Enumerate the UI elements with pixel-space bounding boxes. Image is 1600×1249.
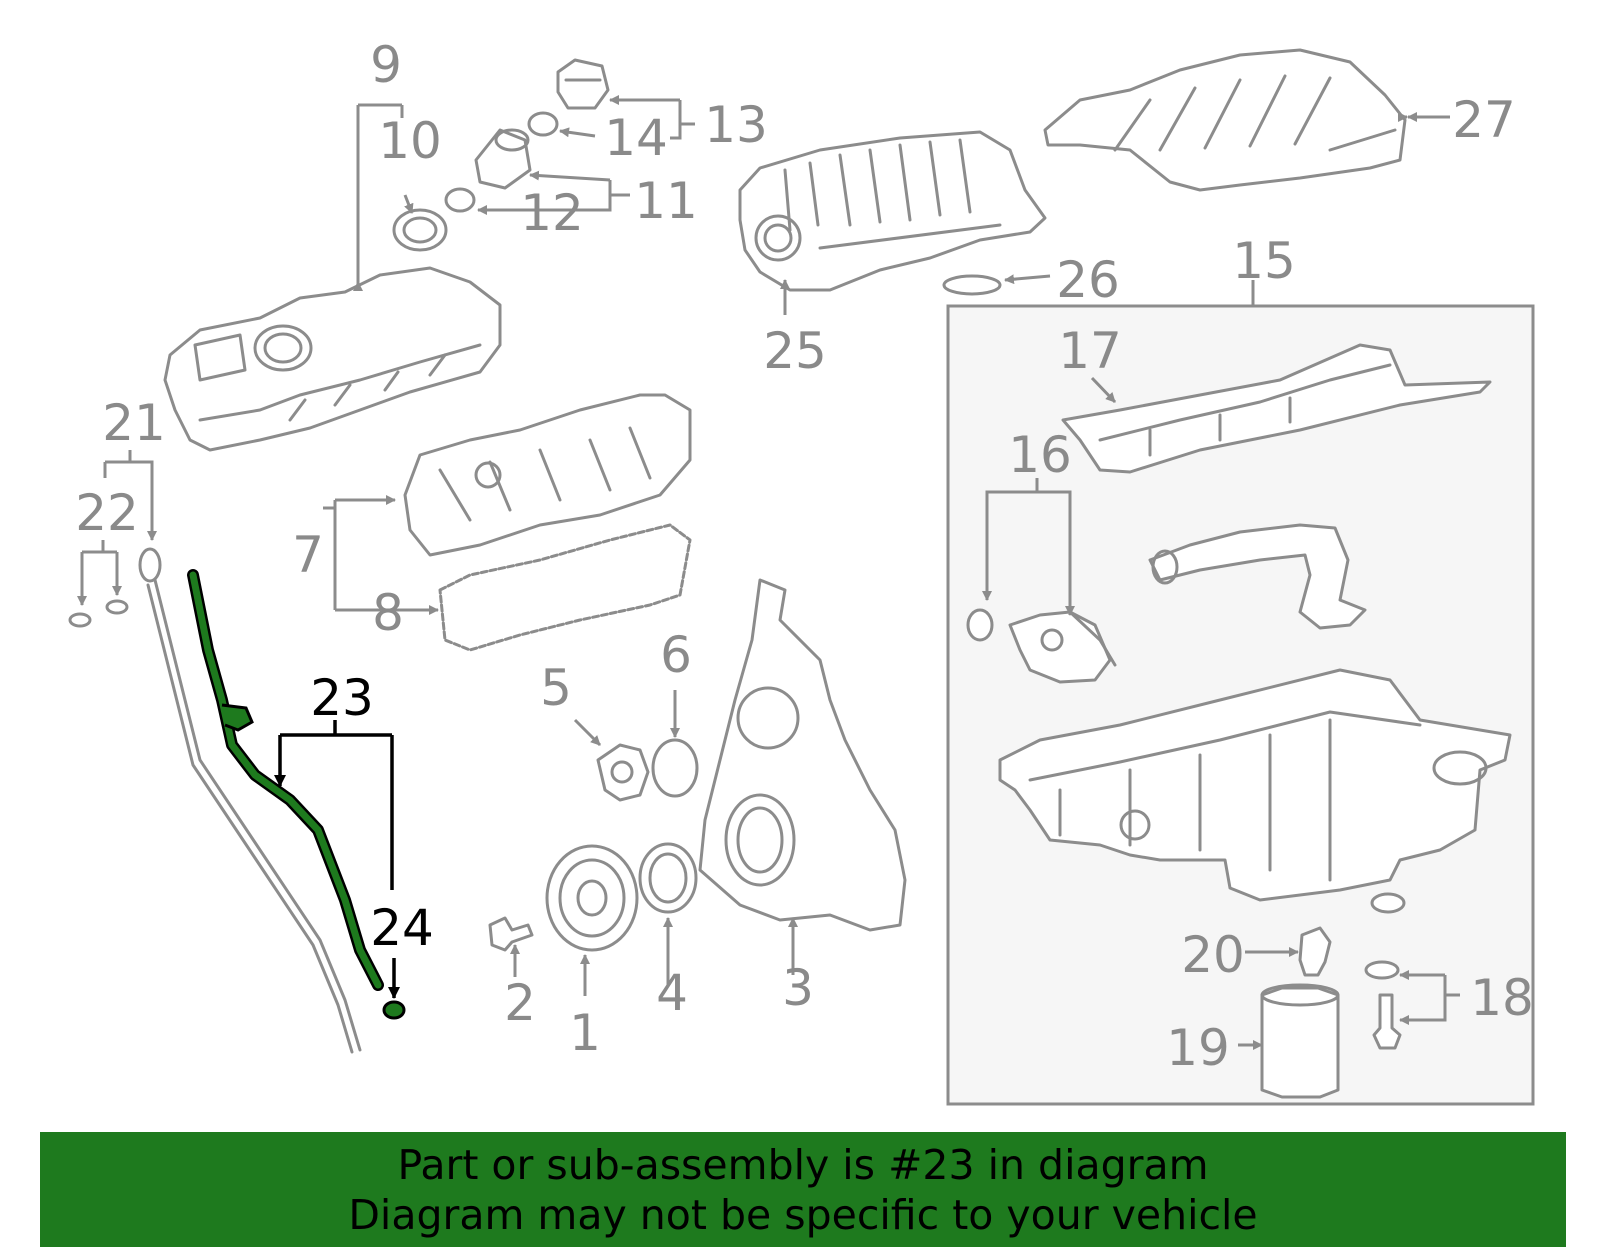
o-ring-24[interactable] bbox=[382, 1000, 406, 1020]
dipstick-tube-23[interactable] bbox=[187, 569, 384, 991]
balancer-bolt-2[interactable] bbox=[488, 916, 534, 952]
callout-24: 24 bbox=[370, 899, 434, 957]
oil-fill-cap-13[interactable] bbox=[556, 58, 610, 110]
dipstick-21[interactable] bbox=[138, 547, 362, 1054]
callout-16: 16 bbox=[1008, 426, 1072, 484]
banner-line-2: Diagram may not be specific to your vehi… bbox=[348, 1190, 1258, 1239]
callout-5: 5 bbox=[540, 659, 572, 717]
gasket-26[interactable] bbox=[942, 274, 1002, 296]
o-ring-16[interactable] bbox=[966, 608, 994, 642]
intake-manifold[interactable] bbox=[738, 130, 1047, 292]
harmonic-balancer-1[interactable] bbox=[545, 844, 639, 952]
engine-cover[interactable] bbox=[1043, 48, 1407, 192]
valve-cover-gasket-8[interactable] bbox=[438, 523, 692, 652]
bolt-18[interactable] bbox=[1372, 993, 1402, 1050]
washer-22b[interactable] bbox=[105, 599, 129, 615]
timing-cover-3[interactable] bbox=[698, 578, 907, 932]
callout-7: 7 bbox=[292, 526, 324, 584]
callout-9: 9 bbox=[370, 36, 402, 94]
callout-1: 1 bbox=[569, 1004, 601, 1062]
callout-3: 3 bbox=[782, 959, 814, 1017]
cylinder-head-7[interactable] bbox=[403, 393, 692, 557]
o-ring-12[interactable] bbox=[444, 187, 476, 213]
callout-13: 13 bbox=[704, 96, 768, 154]
oil-pressure-sensor-16[interactable] bbox=[1008, 610, 1117, 684]
callout-22: 22 bbox=[75, 484, 139, 542]
callout-11: 11 bbox=[634, 172, 698, 230]
oil-filter-19[interactable] bbox=[1260, 983, 1340, 1099]
callout-15: 15 bbox=[1232, 232, 1296, 290]
valve-cover[interactable] bbox=[163, 266, 502, 452]
callout-20: 20 bbox=[1181, 926, 1245, 984]
callout-12: 12 bbox=[520, 184, 584, 242]
callout-27: 27 bbox=[1452, 91, 1516, 149]
drain-plug-washer[interactable] bbox=[1370, 892, 1406, 914]
callout-26: 26 bbox=[1056, 251, 1120, 309]
callout-18: 18 bbox=[1470, 969, 1534, 1027]
oil-pickup-tube[interactable] bbox=[1148, 523, 1367, 630]
callout-4: 4 bbox=[656, 964, 688, 1022]
callout-6: 6 bbox=[660, 626, 692, 684]
washer-18[interactable] bbox=[1364, 960, 1400, 980]
callout-19: 19 bbox=[1166, 1019, 1230, 1077]
o-ring-14[interactable] bbox=[527, 111, 559, 137]
seal-6[interactable] bbox=[651, 738, 699, 798]
callout-21: 21 bbox=[102, 394, 166, 452]
cam-sensor-5[interactable] bbox=[596, 743, 650, 802]
drain-plug-20[interactable] bbox=[1298, 926, 1332, 977]
washer-22a[interactable] bbox=[68, 612, 92, 628]
callout-2: 2 bbox=[504, 974, 536, 1032]
callout-8: 8 bbox=[372, 584, 404, 642]
oil-fill-tube-11[interactable] bbox=[474, 128, 532, 190]
oil-pan[interactable] bbox=[998, 668, 1512, 902]
oil-seal-10[interactable] bbox=[392, 208, 448, 252]
oil-pan-baffle-17[interactable] bbox=[1061, 343, 1492, 474]
callout-10: 10 bbox=[378, 112, 442, 170]
banner-line-1: Part or sub-assembly is #23 in diagram bbox=[397, 1140, 1209, 1189]
callout-17: 17 bbox=[1058, 322, 1122, 380]
callout-25: 25 bbox=[763, 322, 827, 380]
callout-23: 23 bbox=[310, 669, 374, 727]
callout-14: 14 bbox=[604, 109, 668, 167]
part-info-banner: Part or sub-assembly is #23 in diagram D… bbox=[40, 1132, 1566, 1247]
front-seal-4[interactable] bbox=[638, 842, 698, 914]
